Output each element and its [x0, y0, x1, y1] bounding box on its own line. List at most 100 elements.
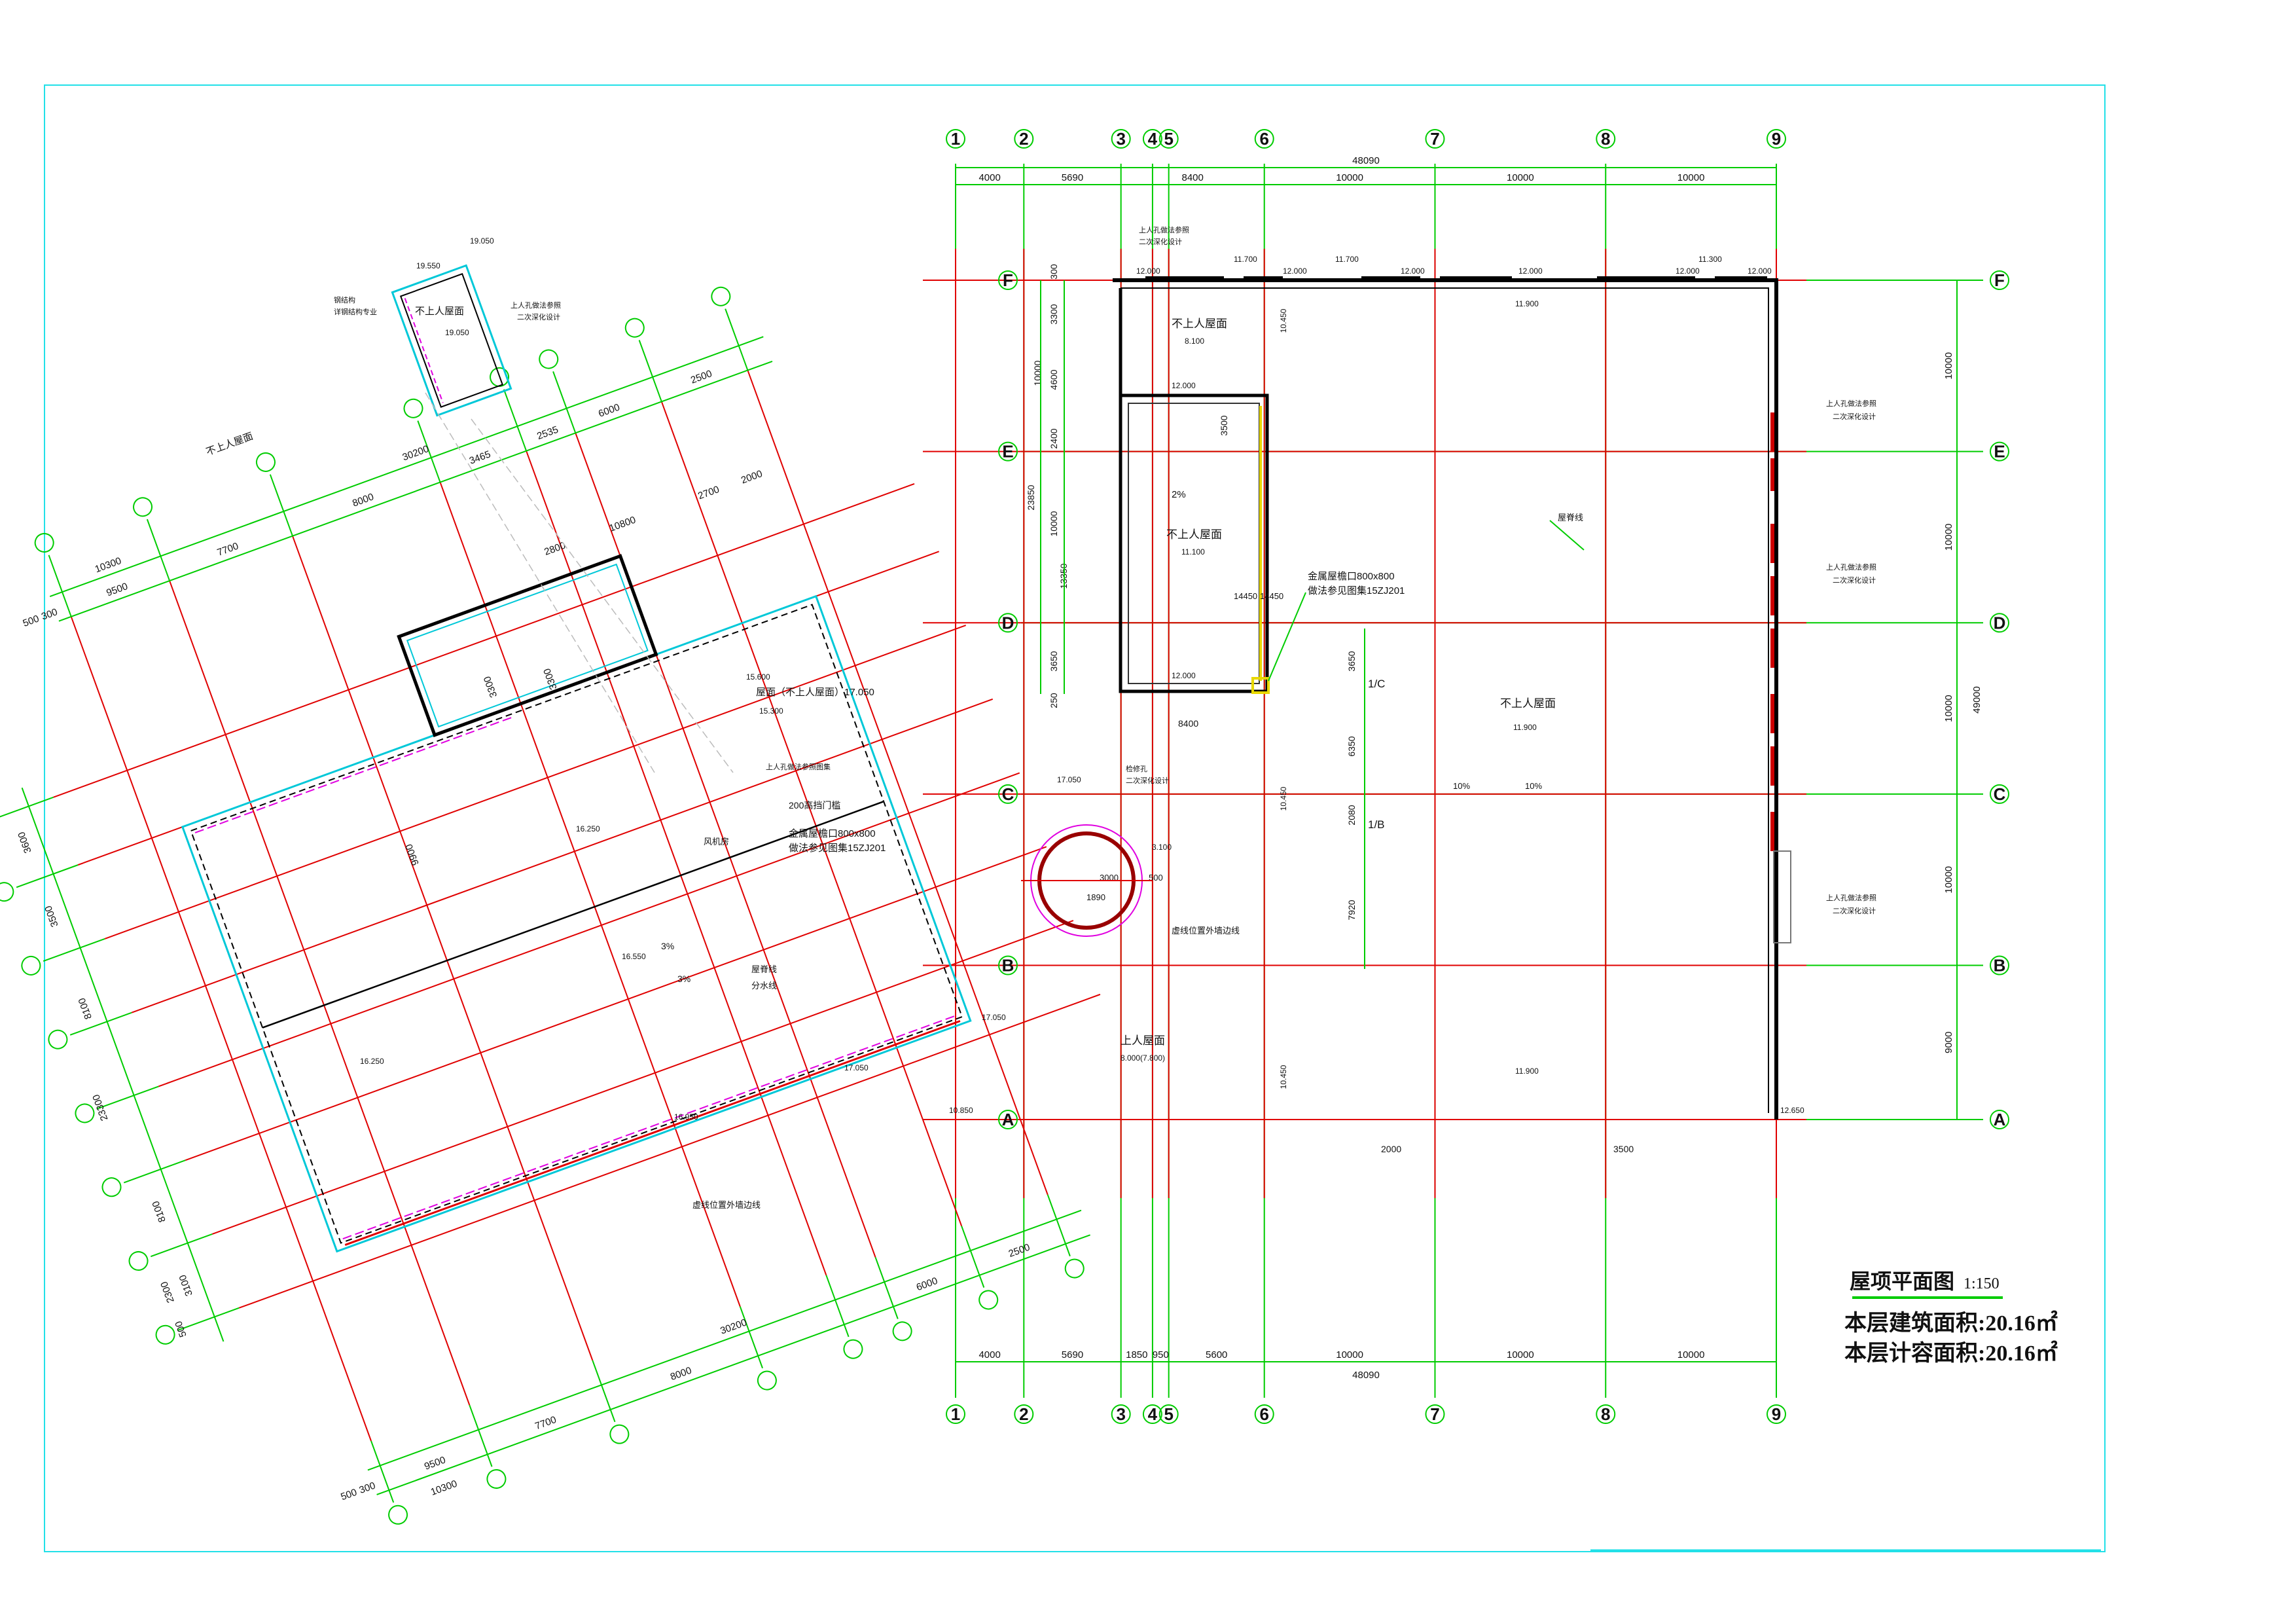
dim-400: 14450	[1234, 591, 1257, 601]
axis-label-top-7: 7	[1430, 129, 1439, 149]
left-axis-bubble-bot-1	[486, 1469, 507, 1489]
left-grid-h-ext-1	[16, 864, 79, 888]
left-axis-bubble-left-5	[101, 1177, 122, 1197]
left-side-dim-2: 8100	[77, 996, 94, 1021]
left-dim-text-8: 3650	[1049, 651, 1059, 671]
elev-top-2: 11.700	[1234, 255, 1257, 264]
hatch-leader	[1268, 592, 1306, 682]
left-side-dim-0: 3600	[16, 830, 33, 854]
left-grid-v-ext-top-6	[638, 340, 662, 402]
top-dims-text-3: 10000	[1336, 172, 1363, 183]
left-divide-label: 分水线	[751, 981, 777, 991]
left-top-dim-14: 2000	[740, 468, 764, 486]
elev-left-corner: 10.850	[949, 1106, 973, 1115]
left-slope-b: 3%	[677, 974, 691, 984]
left-axis-bubble-top-0	[34, 533, 54, 553]
left-elev-16250-b: 16.250	[360, 1057, 384, 1066]
elev-lower: 8.000(7.800)	[1121, 1053, 1165, 1063]
hatch-note-r1: 金属屋檐口800x800	[1308, 571, 1395, 582]
elev-right-corner: 12.650	[1780, 1106, 1804, 1115]
roof-label-lower: 上人屋面	[1121, 1034, 1165, 1047]
roof-label-center: 不上人屋面	[1500, 697, 1556, 710]
axis-label-top-9: 9	[1772, 129, 1781, 149]
axis-bubble-bottom-2	[1014, 1404, 1034, 1424]
dim-14450-a: 2000	[1381, 1144, 1401, 1154]
axis-label-top-4: 4	[1148, 129, 1158, 149]
left-axis-bubble-bot-7	[1064, 1258, 1085, 1279]
left-axis-bubble-bot-5	[892, 1321, 912, 1341]
left-bot-dim-4: 2500	[1007, 1242, 1031, 1260]
left-top-dim-5: 8000	[351, 491, 375, 509]
left-side-dim-8: 9900	[403, 843, 421, 867]
hatch-note-r2: 做法参见图集15ZJ201	[1308, 585, 1405, 596]
left-grid-v-ext-top-7	[725, 308, 749, 371]
left-axis-bubble-left-1	[0, 882, 14, 902]
top-dims-text-0: 4000	[978, 172, 1000, 183]
axis-bubble-right-D	[1990, 613, 2009, 633]
left-grid-h-5	[185, 846, 1047, 1161]
wall-edge-note-b: 虚线位置外墙边线	[1172, 926, 1240, 936]
left-elev-16250-a: 16.250	[576, 824, 600, 833]
axis-bubble-top-1	[946, 129, 965, 149]
area-building: 本层建筑面积:20.16㎡	[1844, 1310, 2058, 1336]
roof-label-mid-left: 不上人屋面	[1166, 528, 1222, 541]
axis-label-left-A: A	[1002, 1110, 1014, 1129]
axis-bubble-right-B	[1990, 955, 2009, 976]
elev-top-8: 12.000	[1748, 266, 1772, 276]
elev-top-5: 12.000	[1401, 266, 1425, 276]
axis-bubble-right-C	[1990, 784, 2009, 804]
axis-bubble-top-5	[1158, 129, 1179, 149]
elev-top-3: 11.700	[1335, 255, 1359, 264]
right-dim-text-4: 10000	[1943, 352, 1954, 380]
elev-upper-left: 8.100	[1185, 337, 1204, 346]
small-detail-note-l2: 详钢结构专业	[334, 307, 377, 316]
axis-bubble-bottom-1	[946, 1404, 965, 1424]
left-ridge-line	[262, 801, 884, 1029]
top-dims-text-1: 5690	[1062, 172, 1083, 183]
left-dim-text-5: 23850	[1026, 484, 1036, 510]
left-grid-v-3	[439, 482, 741, 1307]
left-top-dim-9: 6000	[597, 401, 621, 419]
elev-top-6: 12.000	[1518, 266, 1543, 276]
left-grid-v-ext-top-1	[146, 519, 171, 581]
left-axis-bubble-top-3	[403, 398, 423, 418]
axis-bubble-bottom-7	[1425, 1404, 1445, 1424]
left-elev-17050-c: 17.050	[844, 1063, 869, 1072]
left-bot-dim-6: 10300	[429, 1478, 459, 1498]
small-detail-elev-1: 19.550	[416, 261, 440, 270]
right-dim-text-0: 9000	[1943, 1032, 1954, 1053]
sheet-border	[44, 84, 2106, 1552]
axis-bubble-top-6	[1254, 129, 1274, 149]
small-detail-elev-3: 19.050	[445, 328, 469, 337]
note-inspection-b: 二次深化设计	[1126, 776, 1169, 785]
axis-bubble-left-A	[998, 1110, 1018, 1129]
left-grid-v-6	[660, 401, 963, 1226]
left-outer-dash	[190, 604, 963, 1244]
axis-label-right-A: A	[1994, 1110, 2006, 1129]
left-grid-v-ext-bot-7	[1047, 1194, 1071, 1257]
left-grid-v-7	[747, 370, 1049, 1195]
elev-block-bottom: 12.000	[1172, 671, 1196, 680]
left-elev-15600: 15.600	[746, 672, 770, 682]
left-grid-v-ext-bot-4	[825, 1275, 850, 1338]
left-plan-roof-tag: 不上人屋面	[205, 431, 255, 458]
left-grid-h-ext-7	[177, 1307, 240, 1331]
elev-field-2: 11.900	[1515, 1067, 1539, 1076]
axis-bubble-top-2	[1014, 129, 1034, 149]
axis-label-left-D: D	[1002, 613, 1014, 632]
axis-bubble-right-E	[1990, 441, 2009, 462]
drawing-title: 屋项平面图	[1850, 1269, 1954, 1293]
left-bot-dim-0: 7700	[533, 1414, 558, 1432]
left-axis-bubble-bot-4	[843, 1339, 863, 1359]
left-side-dim-10: 3300	[541, 667, 559, 691]
left-side-dim-4: 8100	[150, 1199, 168, 1224]
small-detail-label: 不上人屋面	[415, 306, 464, 317]
left-axis-bubble-bot-6	[978, 1290, 999, 1310]
bottom-dims-text-7: 10000	[1677, 1349, 1705, 1360]
axis-bubble-bottom-3	[1111, 1404, 1131, 1424]
left-axis-bubble-bot-3	[757, 1370, 777, 1391]
bottom-dims-text-4: 5600	[1206, 1349, 1227, 1360]
